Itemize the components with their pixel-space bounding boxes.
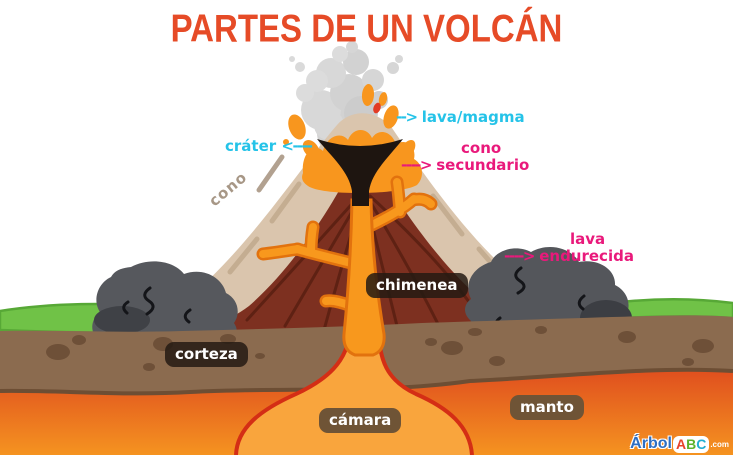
label-cono-secundario: cono ----> secundario (401, 140, 529, 173)
arbolabc-logo: Árbol ABC .com (630, 435, 729, 453)
logo-letter-a: A (675, 435, 687, 452)
crater-arrow-icon: <---- (281, 137, 312, 155)
logo-letter-c: C (696, 435, 707, 452)
logo-letter-b: B (686, 435, 697, 452)
logo-tld-text: .com (710, 439, 729, 449)
crater-funnel-shape (317, 139, 403, 206)
label-lava-magma: --> lava/magma (396, 109, 525, 126)
lava-magma-text: lava/magma (421, 108, 525, 126)
cono-secundario-line1: cono (461, 139, 502, 157)
logo-abc-pill: ABC (672, 435, 710, 453)
magma-chamber-shape (234, 329, 474, 455)
lava-endurecida-arrow-icon: ----> (504, 246, 535, 265)
label-lava-endurecida: lava ----> endurecida (504, 231, 634, 264)
page-title: PARTES DE UN VOLCÁN (170, 6, 563, 50)
label-crater: cráter <---- (225, 137, 313, 155)
badge-manto: manto (510, 395, 584, 420)
logo-arbol-text: Árbol (630, 435, 672, 452)
badge-corteza: corteza (165, 342, 248, 367)
chimney-branches-shape (256, 175, 438, 313)
badge-chimenea: chimenea (366, 273, 468, 298)
hardened-lava-left-shape (92, 261, 238, 342)
cono-secundario-arrow-icon: ----> (401, 155, 432, 174)
badge-camara: cámara (319, 408, 402, 433)
crater-text: cráter (225, 137, 277, 155)
cono-secundario-line2: secundario (436, 155, 530, 174)
lava-endurecida-line2: endurecida (539, 246, 634, 265)
lava-endurecida-line1: lava (570, 230, 606, 248)
lava-magma-arrow-icon: --> (396, 108, 418, 126)
